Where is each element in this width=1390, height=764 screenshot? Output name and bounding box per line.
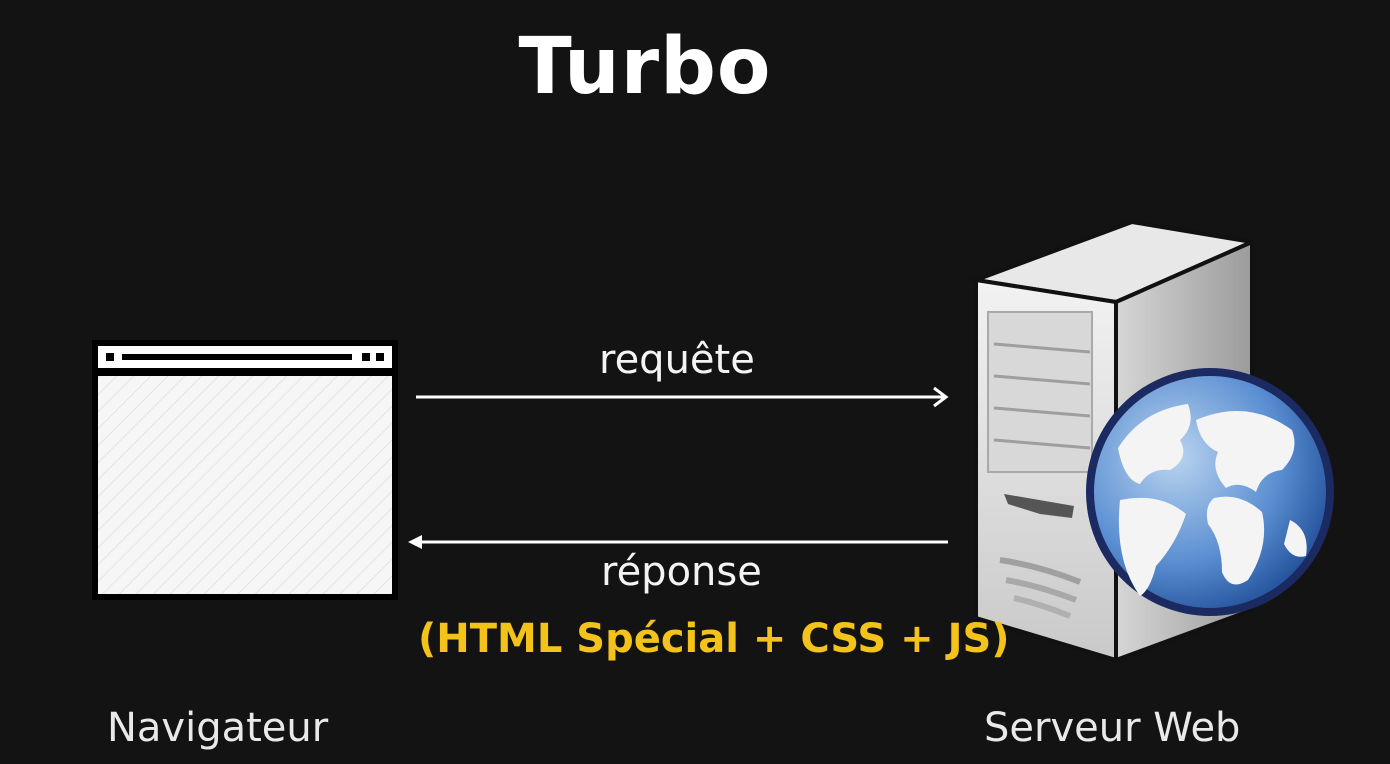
request-label: requête [599,337,755,383]
response-detail: (HTML Spécial + CSS + JS) [418,616,1010,662]
diagram-title: Turbo [518,22,772,112]
server-label: Serveur Web [984,705,1241,751]
response-arrow [408,535,948,549]
response-label: réponse [601,549,762,595]
browser-window-icon [92,340,398,600]
request-arrow [416,386,949,408]
web-server-globe-icon [968,219,1334,663]
browser-label: Navigateur [107,705,329,751]
